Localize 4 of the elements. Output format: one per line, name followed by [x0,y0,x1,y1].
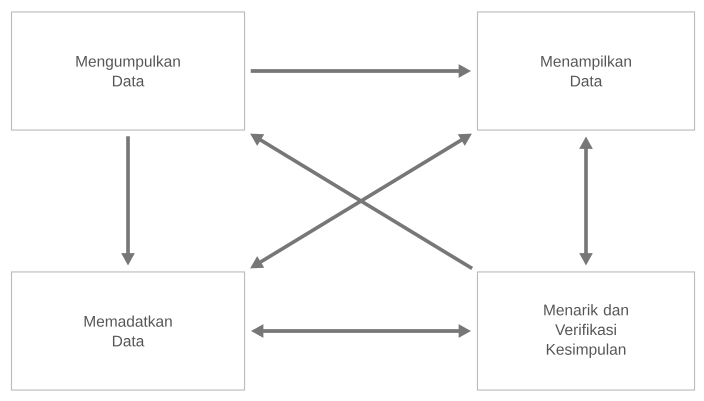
process-box: Menarik dan Verifikasi Kesimpulan [476,271,696,391]
process-box: Menampilkan Data [476,11,696,131]
process-box: Mengumpulkan Data [10,11,246,131]
process-box: Memadatkan Data [10,271,246,391]
